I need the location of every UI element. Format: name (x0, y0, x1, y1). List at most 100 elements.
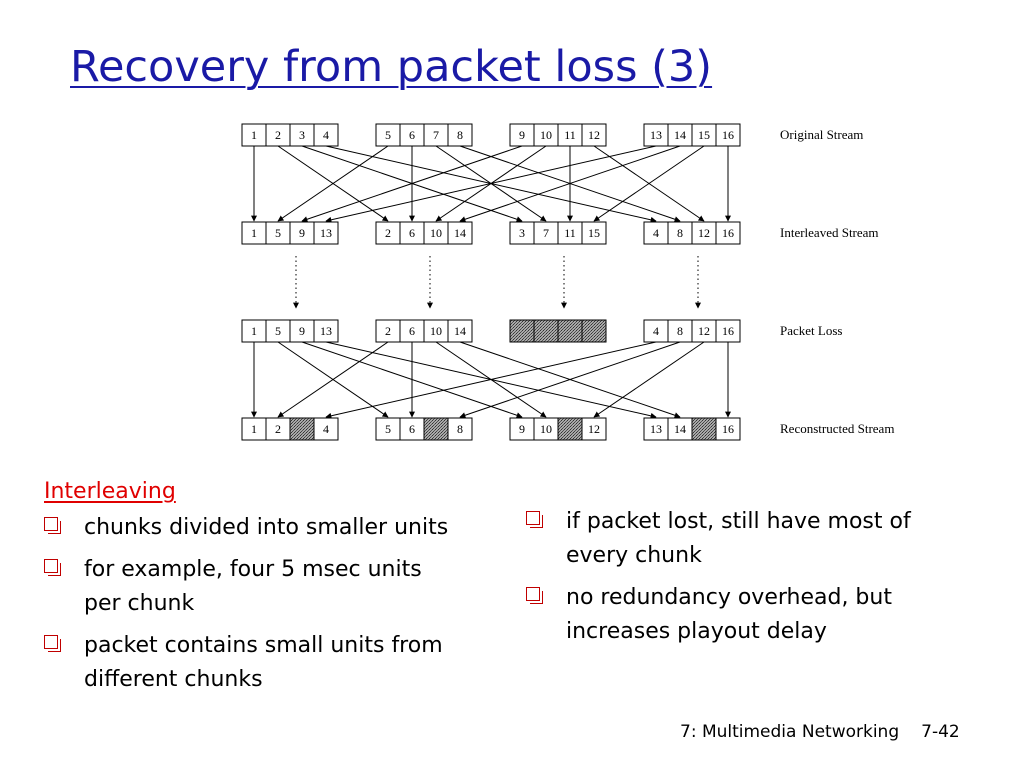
unit-number: 9 (299, 226, 305, 240)
interleave-arrow (593, 145, 705, 222)
unit-number: 13 (320, 324, 332, 338)
stream-unit-cell (715, 417, 741, 441)
unit-number: 12 (698, 226, 710, 240)
row-label: Reconstructed Stream (780, 421, 894, 436)
unit-number: 4 (323, 128, 329, 142)
unit-number: 10 (540, 422, 552, 436)
row-label: Packet Loss (780, 323, 842, 338)
unit-number: 10 (540, 128, 552, 142)
unit-number: 12 (698, 324, 710, 338)
unit-number: 4 (653, 324, 659, 338)
unit-number: 1 (251, 128, 257, 142)
stream-unit-cell (715, 319, 741, 343)
unit-number: 16 (722, 324, 734, 338)
reconstruct-arrow (277, 341, 389, 418)
bullet-box-icon (44, 559, 61, 576)
unit-number: 16 (722, 128, 734, 142)
unit-number: 13 (650, 422, 662, 436)
unit-number: 8 (677, 226, 683, 240)
lost-unit-cell (423, 417, 449, 441)
lost-unit-cell (557, 417, 583, 441)
unit-number: 16 (722, 226, 734, 240)
unit-number: 3 (519, 226, 525, 240)
stream-unit-cell (581, 123, 607, 147)
unit-number: 2 (275, 422, 281, 436)
bullet-box-icon (44, 517, 61, 534)
unit-number: 14 (674, 128, 686, 142)
stream-unit-cell (715, 123, 741, 147)
interleave-arrow (277, 145, 389, 222)
benefits-section: if packet lost, still have most of every… (526, 505, 976, 657)
unit-number: 14 (674, 422, 686, 436)
unit-number: 12 (588, 128, 600, 142)
stream-unit-cell (313, 123, 339, 147)
lost-unit-cell (691, 417, 717, 441)
interleave-arrow (325, 145, 657, 223)
unit-number: 9 (519, 128, 525, 142)
lost-unit-cell (289, 417, 315, 441)
unit-number: 6 (409, 422, 415, 436)
bullet-box-icon (44, 635, 61, 652)
reconstruct-arrow (325, 341, 657, 419)
unit-number: 5 (275, 226, 281, 240)
unit-number: 12 (588, 422, 600, 436)
unit-number: 14 (454, 226, 466, 240)
interleave-arrow (301, 145, 523, 223)
left-bullet-list: chunks divided into smaller units for ex… (44, 511, 454, 697)
unit-number: 11 (564, 226, 576, 240)
lost-unit-cell (509, 319, 535, 343)
bullet-box-icon (526, 587, 543, 604)
unit-number: 1 (251, 324, 257, 338)
stream-unit-cell (313, 417, 339, 441)
unit-number: 13 (650, 128, 662, 142)
interleaving-heading: Interleaving (44, 479, 176, 504)
slide-title: Recovery from packet loss (3) (70, 42, 713, 92)
unit-number: 3 (299, 128, 305, 142)
unit-number: 10 (430, 226, 442, 240)
unit-number: 2 (275, 128, 281, 142)
unit-number: 8 (677, 324, 683, 338)
unit-number: 2 (385, 226, 391, 240)
unit-number: 6 (409, 226, 415, 240)
stream-unit-cell (447, 221, 473, 245)
unit-number: 1 (251, 422, 257, 436)
unit-number: 2 (385, 324, 391, 338)
unit-number: 16 (722, 422, 734, 436)
unit-number: 6 (409, 128, 415, 142)
interleaving-section: Interleaving chunks divided into smaller… (44, 475, 454, 705)
stream-unit-cell (313, 319, 339, 343)
list-item: for example, four 5 msec units per chunk (44, 553, 454, 621)
unit-number: 5 (385, 128, 391, 142)
chapter-label: 7: Multimedia Networking (680, 722, 900, 742)
unit-number: 5 (385, 422, 391, 436)
slide-footer: 7: Multimedia Networking 7-42 (680, 722, 960, 742)
bullet-box-icon (526, 511, 543, 528)
unit-number: 15 (588, 226, 600, 240)
unit-number: 15 (698, 128, 710, 142)
list-item: chunks divided into smaller units (44, 511, 454, 545)
unit-number: 14 (454, 324, 466, 338)
stream-unit-cell (715, 221, 741, 245)
unit-number: 5 (275, 324, 281, 338)
row-label: Original Stream (780, 127, 863, 142)
list-item: packet contains small units from differe… (44, 629, 454, 697)
lost-unit-cell (533, 319, 559, 343)
reconstruct-arrow (459, 341, 681, 419)
unit-number: 4 (653, 226, 659, 240)
unit-number: 9 (519, 422, 525, 436)
unit-number: 1 (251, 226, 257, 240)
stream-unit-cell (447, 417, 473, 441)
lost-unit-cell (557, 319, 583, 343)
right-bullet-list: if packet lost, still have most of every… (526, 505, 976, 649)
list-item: if packet lost, still have most of every… (526, 505, 976, 573)
interleave-arrow (459, 145, 681, 223)
page-number: 7-42 (921, 722, 960, 742)
row-label: Interleaved Stream (780, 225, 879, 240)
unit-number: 7 (543, 226, 549, 240)
unit-number: 7 (433, 128, 439, 142)
stream-unit-cell (313, 221, 339, 245)
stream-unit-cell (447, 319, 473, 343)
unit-number: 9 (299, 324, 305, 338)
unit-number: 6 (409, 324, 415, 338)
